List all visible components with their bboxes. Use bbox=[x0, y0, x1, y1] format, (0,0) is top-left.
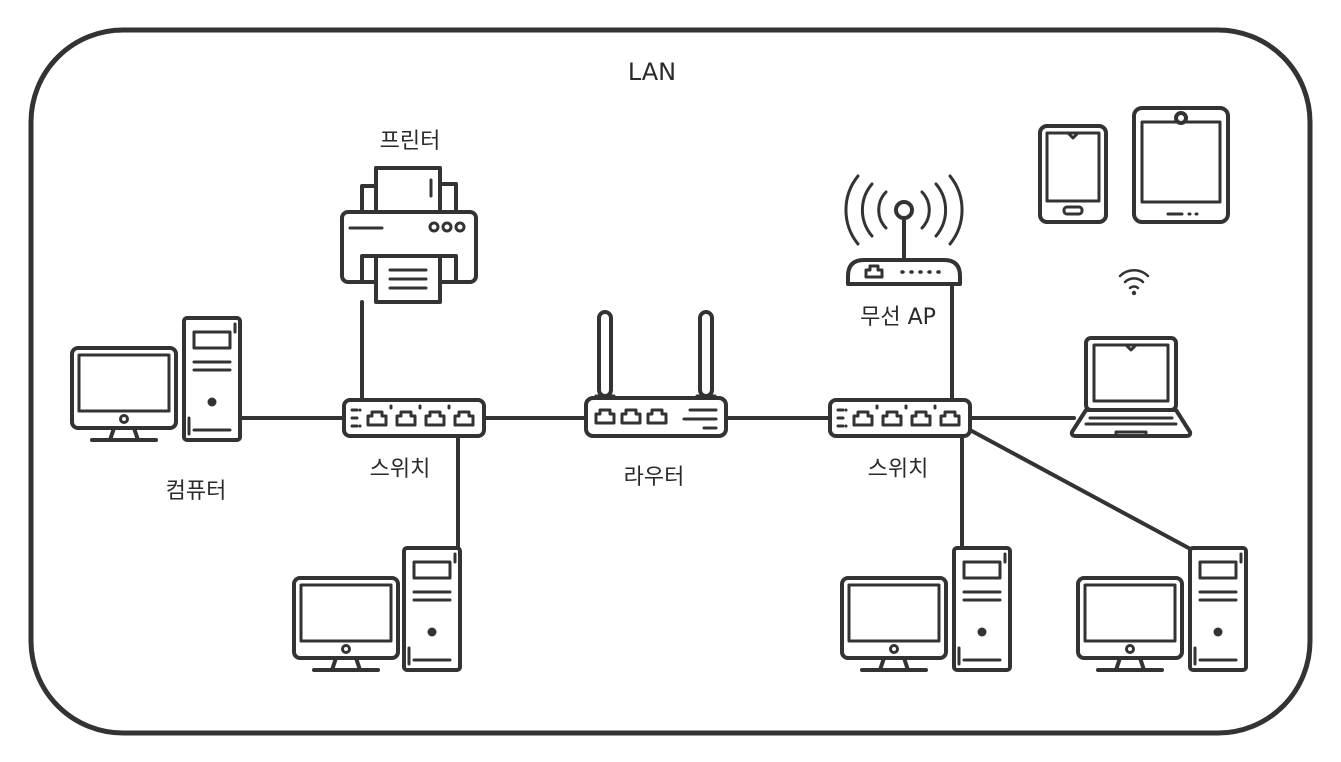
wifi-icon bbox=[1118, 269, 1150, 296]
desktop-computer-icon bbox=[70, 316, 242, 442]
router-icon bbox=[584, 310, 728, 438]
router-label: 라우터 bbox=[624, 465, 685, 490]
lan-boundary bbox=[28, 27, 1313, 736]
desktop-computer-icon bbox=[1076, 546, 1248, 672]
network-links bbox=[238, 282, 1198, 554]
tablet-icon bbox=[1132, 106, 1230, 224]
laptop-icon bbox=[1069, 336, 1193, 438]
switch-right-label: 스위치 bbox=[868, 457, 929, 482]
switch-left-label: 스위치 bbox=[370, 457, 431, 482]
network-switch-icon bbox=[830, 400, 970, 436]
wireless-ap-label: 무선 AP bbox=[860, 305, 936, 330]
computer-label: 컴퓨터 bbox=[166, 479, 227, 504]
network-switch-icon bbox=[344, 400, 484, 436]
wireless-ap-icon bbox=[844, 174, 964, 286]
lan-title: LAN bbox=[628, 58, 676, 86]
desktop-computer-icon bbox=[840, 546, 1012, 672]
printer-label: 프린터 bbox=[380, 129, 441, 154]
tablet-icon bbox=[1038, 124, 1108, 224]
desktop-computer-icon bbox=[292, 546, 462, 672]
printer-icon bbox=[340, 166, 478, 304]
